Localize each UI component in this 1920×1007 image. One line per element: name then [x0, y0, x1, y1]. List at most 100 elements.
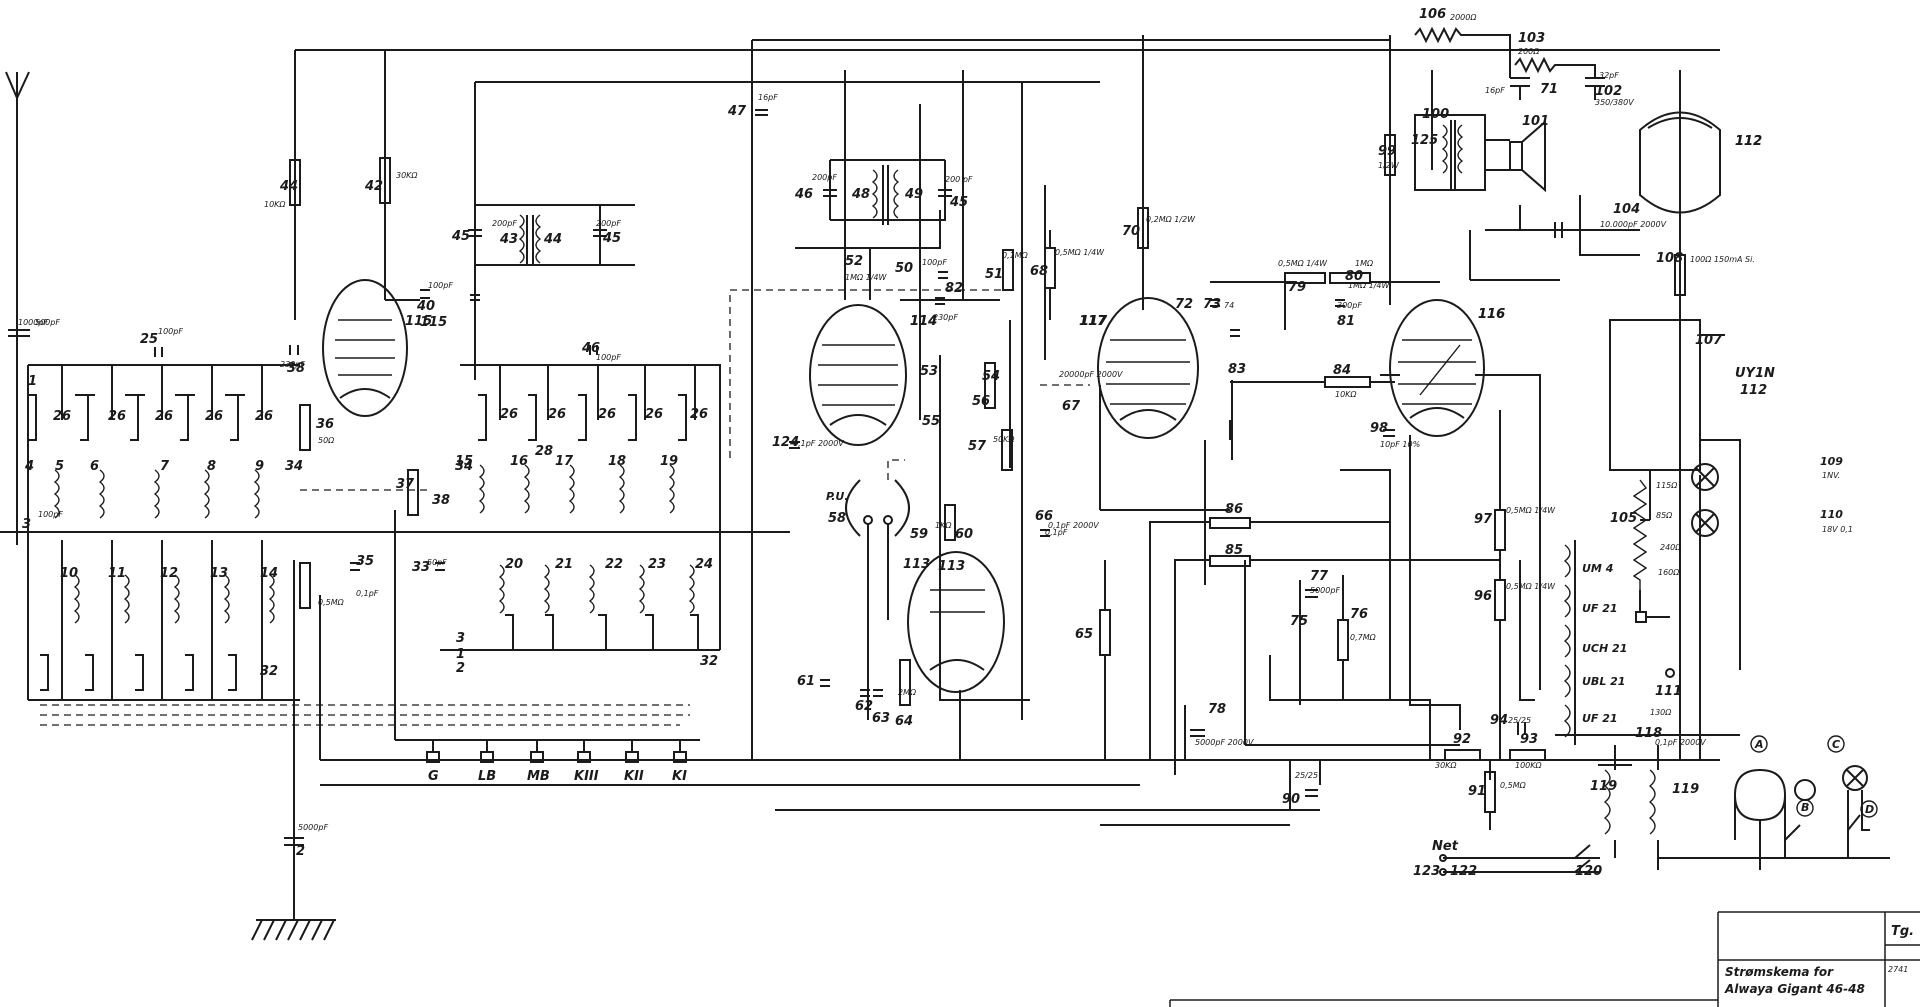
component-label-l69: 117: [1079, 314, 1107, 329]
component-label-l24: 38: [432, 493, 450, 508]
component-label-l192: 20000pF 2000V: [1059, 370, 1123, 379]
terminal-C-lamp: [1842, 765, 1870, 858]
component-label-l75: 0,5MΩ 1/4W: [1278, 259, 1328, 268]
heater-label-uf21-b: UF 21: [1582, 712, 1618, 725]
component-label-l91: 200Ω: [1518, 47, 1540, 56]
component-label-l61: 62: [855, 699, 873, 714]
component-label-l9: 44: [543, 232, 562, 247]
component-label-l174: 26: [205, 409, 223, 424]
component-label-l120: 0,7MΩ: [1350, 633, 1377, 642]
component-label-l44: 51: [985, 267, 1003, 282]
component-label-l118: 75: [1290, 614, 1308, 629]
component-label-l43: 230pF: [933, 313, 958, 322]
component-label-l173: 26: [155, 409, 173, 424]
component-label-l168: 22: [605, 557, 623, 572]
if-transformer-1: [468, 204, 635, 266]
title-block: [1169, 911, 1920, 1007]
component-label-l161: 15: [455, 454, 473, 469]
component-label-l95: 102: [1595, 84, 1622, 99]
component-label-l191: 50KΩ: [993, 435, 1015, 444]
component-label-l25: 35: [356, 554, 374, 569]
tube-label-113: 113: [938, 559, 965, 574]
component-label-l78: 300pF: [1337, 301, 1362, 310]
component-label-l62: 63: [872, 711, 890, 726]
component-label-l74: 79: [1288, 280, 1306, 295]
component-label-l180: 26: [690, 407, 708, 422]
component-label-l175: 26: [255, 409, 273, 424]
component-label-l7: 200pF: [492, 219, 517, 228]
band-label-KI: KI: [672, 769, 687, 784]
component-label-l177: 26: [548, 407, 566, 422]
component-label-l188: 64: [895, 714, 913, 729]
heater-label-uf21-a: UF 21: [1582, 602, 1618, 615]
component-label-l29: 0,5MΩ: [318, 598, 345, 607]
component-label-l2: 44: [279, 179, 298, 194]
component-label-l135: 118: [1635, 726, 1662, 741]
component-label-l66: 67: [1062, 399, 1081, 414]
component-label-l19: 38: [287, 361, 305, 376]
pu-input: [845, 479, 910, 720]
heater-label-uch21: UCH 21: [1582, 642, 1627, 655]
component-label-l32: 46: [794, 187, 813, 202]
band-label-G: G: [428, 769, 439, 784]
component-label-l111: 160Ω: [1658, 568, 1680, 577]
component-label-l84: 98: [1370, 421, 1388, 436]
lamp-109-value: 1NV.: [1822, 471, 1840, 480]
lamp-110-value: 18V 0,1: [1822, 525, 1853, 534]
component-label-l172: 26: [108, 409, 126, 424]
component-label-l89: 2000Ω: [1450, 13, 1477, 22]
tube-label-114: 114: [910, 314, 937, 329]
component-label-l126: 30KΩ: [1435, 761, 1457, 770]
component-label-l60: 61: [797, 674, 815, 689]
component-label-l82: 86: [1225, 502, 1243, 517]
band-label-MB: MB: [527, 769, 550, 784]
component-label-l58: 60: [955, 527, 973, 542]
terminal-B-label: B: [1801, 801, 1809, 814]
heater-label-um4: UM 4: [1582, 562, 1613, 575]
component-label-l107: 105: [1610, 511, 1637, 526]
component-label-l88: 106: [1419, 7, 1446, 22]
component-label-l31: 16pF: [758, 93, 778, 102]
component-label-l128: 100KΩ: [1515, 761, 1543, 770]
component-label-l70: 72: [1175, 297, 1193, 312]
title-line-1: Strømskema for: [1725, 965, 1834, 979]
component-label-l83: 85: [1225, 543, 1243, 558]
component-label-l22: 50Ω: [318, 436, 335, 445]
component-label-l155: 9: [255, 459, 264, 474]
component-label-l167: 21: [555, 557, 573, 572]
component-label-l131: 90: [1282, 792, 1300, 807]
component-label-l98: 125: [1411, 133, 1438, 148]
component-label-l146: 3: [22, 517, 31, 532]
tube-label-112: 112: [1735, 134, 1762, 149]
component-label-l151: 5: [55, 459, 64, 474]
component-label-l105: 116: [1478, 307, 1505, 322]
band-switch-link: [40, 289, 1010, 726]
component-label-l119: 76: [1350, 607, 1368, 622]
component-label-l181: 34: [285, 459, 303, 474]
component-label-l166: 20: [505, 557, 523, 572]
uyin-number: 112: [1740, 383, 1767, 398]
component-label-l76: 80: [1345, 269, 1363, 284]
component-label-l190: 1KΩ: [935, 521, 952, 530]
component-label-l149: 32: [700, 654, 718, 669]
component-label-l153: 7: [160, 459, 170, 474]
component-label-l1: 1000pF: [18, 318, 48, 327]
component-label-l130: 0,5MΩ: [1500, 781, 1527, 790]
component-label-l158: 12: [160, 566, 178, 581]
component-label-l171: 26: [53, 409, 71, 424]
output-transformer: [1414, 114, 1486, 191]
component-label-l37: 45: [949, 195, 968, 210]
antenna-symbol: [5, 71, 30, 545]
component-label-l134: 130Ω: [1650, 708, 1672, 717]
component-label-l85: 10pF 10%: [1380, 440, 1420, 449]
tube-label-115: 115: [405, 314, 432, 329]
component-label-l30: 47: [727, 104, 747, 119]
component-label-l68: 0,2MΩ 1/2W: [1146, 215, 1196, 224]
component-label-l141: 120: [1575, 864, 1602, 879]
component-label-l127: 93: [1520, 732, 1538, 747]
component-label-l67: 70: [1122, 224, 1140, 239]
component-label-l57: 59: [910, 527, 928, 542]
component-label-l97: 100: [1422, 107, 1449, 122]
component-label-l179: 26: [645, 407, 663, 422]
